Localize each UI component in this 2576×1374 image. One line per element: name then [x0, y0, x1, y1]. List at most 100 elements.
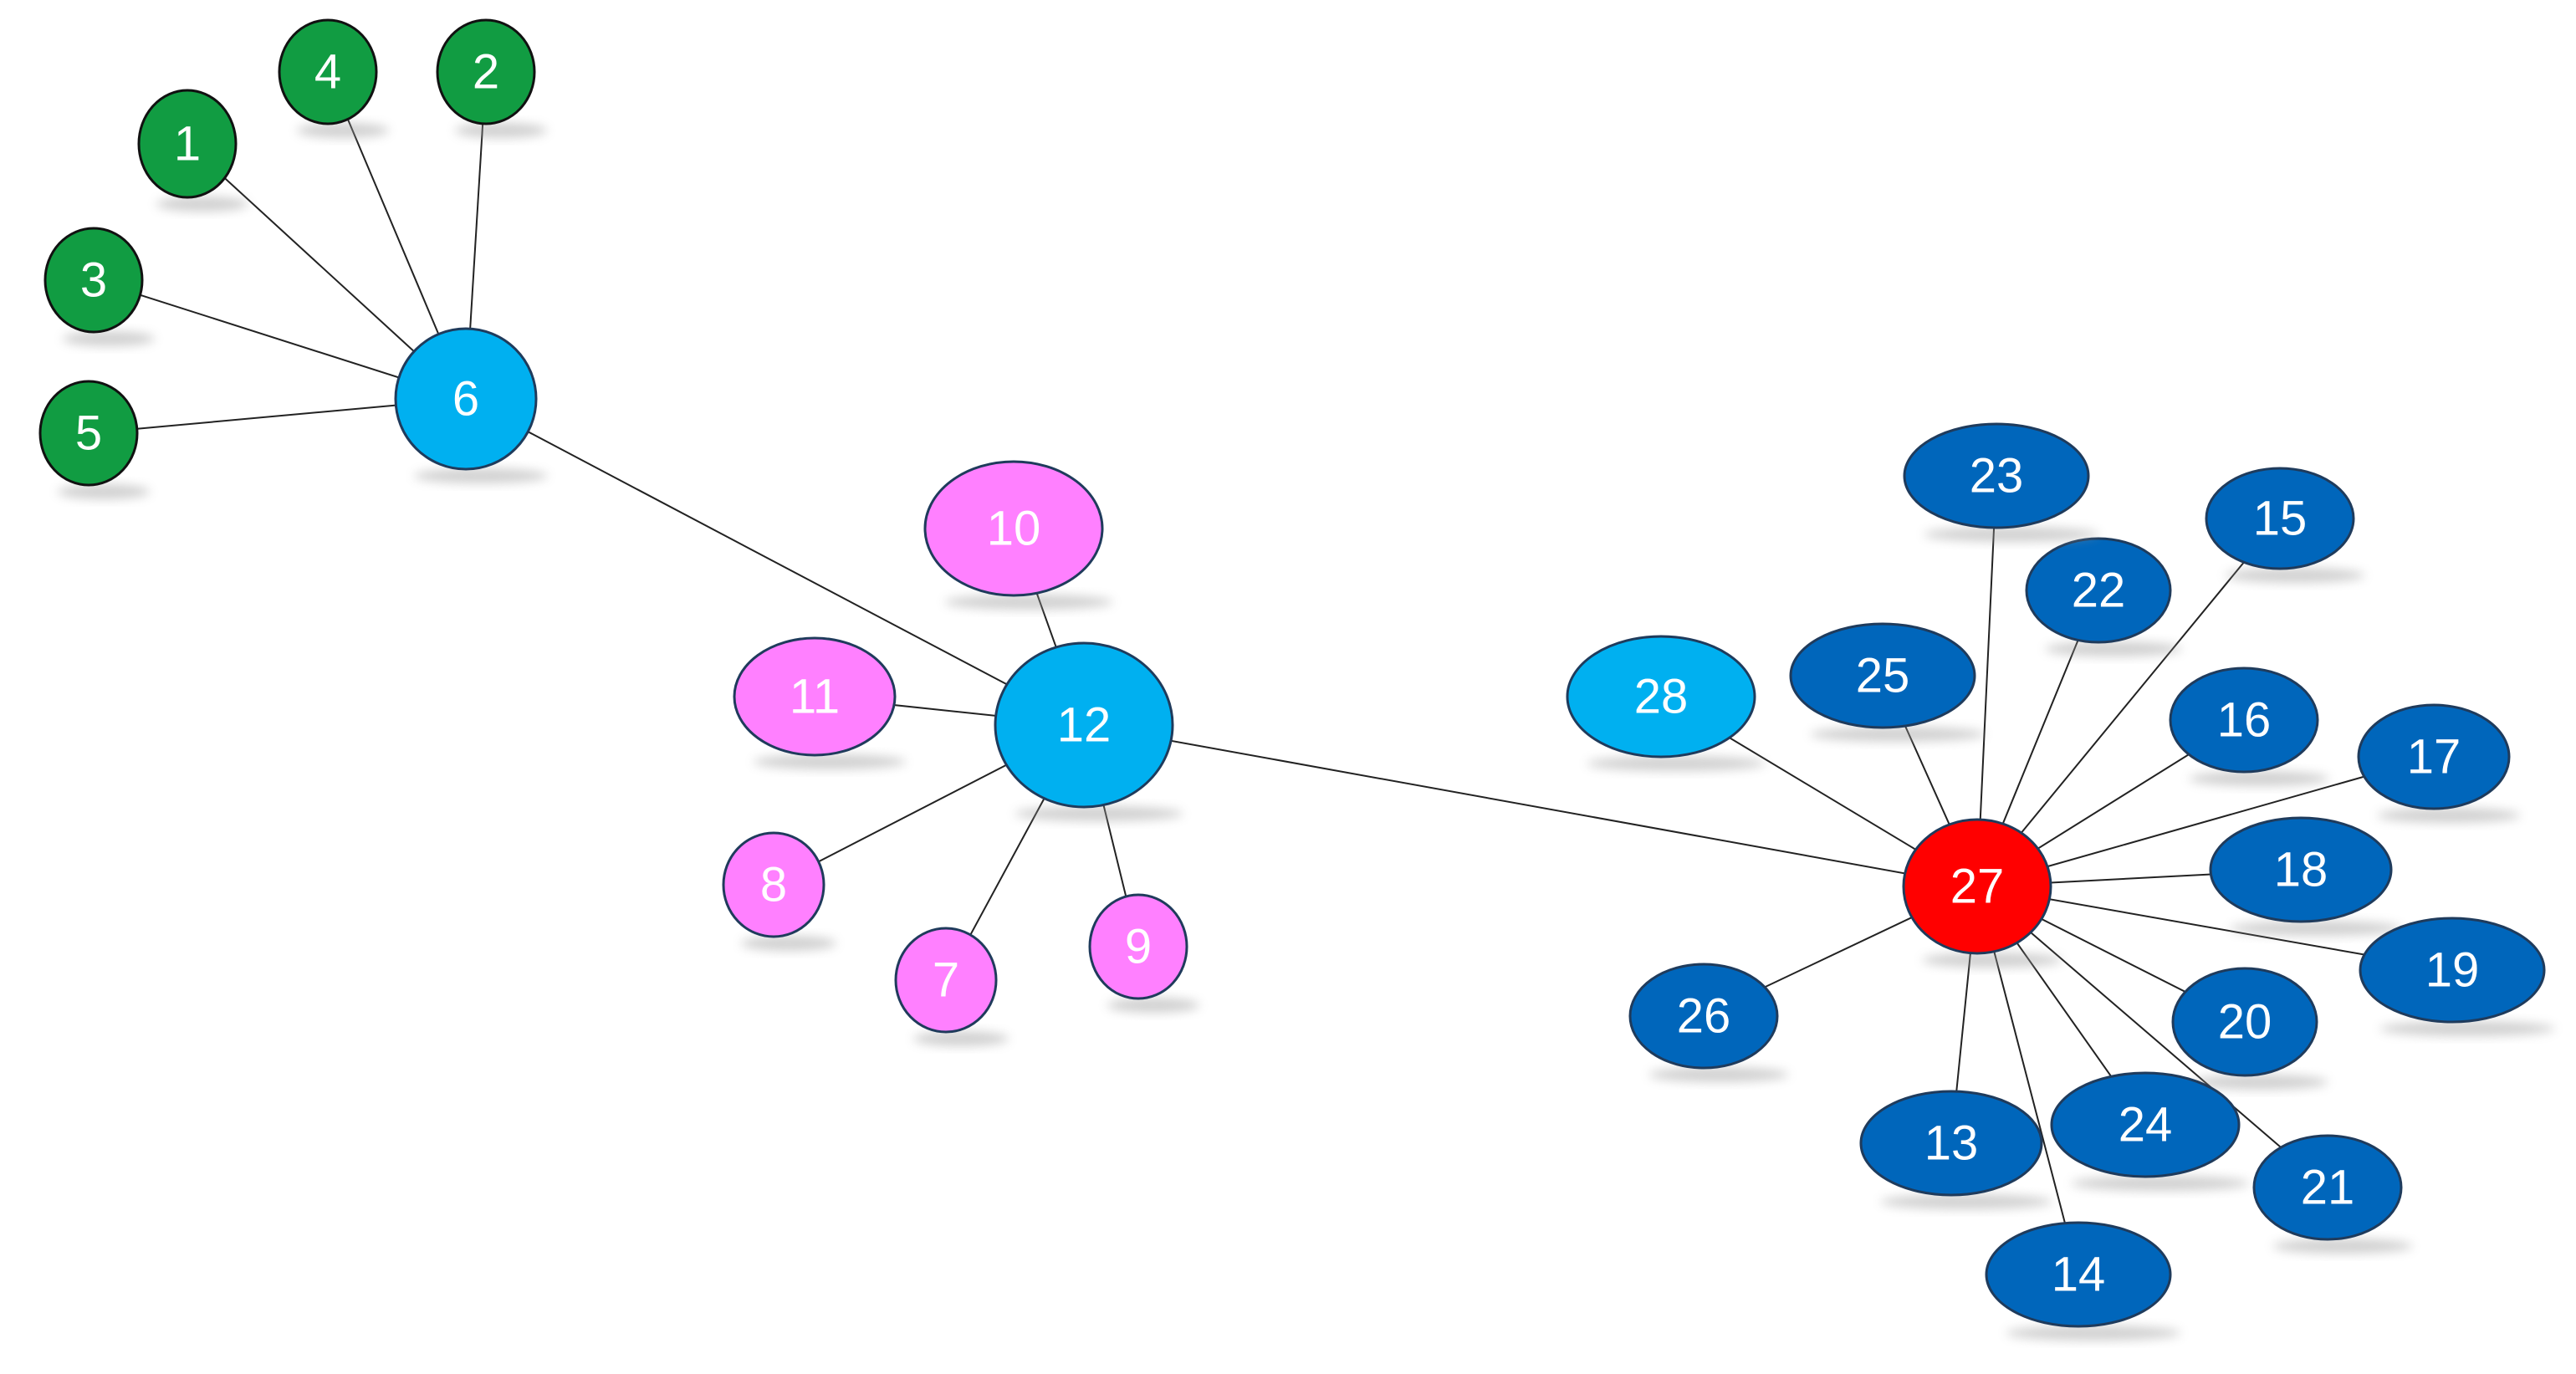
node-20[interactable]: 20	[2171, 967, 2328, 1090]
node-shape	[436, 18, 536, 125]
node-5[interactable]: 5	[38, 380, 151, 499]
node-shape	[994, 641, 1174, 809]
node-12[interactable]: 12	[994, 641, 1183, 821]
node-label: 23	[1970, 449, 2024, 503]
node-shadow	[913, 1031, 1009, 1046]
node-label: 4	[314, 45, 341, 100]
node-shape	[2205, 467, 2355, 570]
node-7[interactable]: 7	[894, 927, 1009, 1046]
node-shadow	[2191, 1075, 2328, 1090]
node-label: 19	[2425, 943, 2480, 998]
node-label: 1	[174, 117, 201, 171]
node-label: 27	[1950, 860, 2005, 914]
node-2[interactable]: 2	[436, 18, 548, 138]
node-shape	[1088, 893, 1188, 1000]
node-17[interactable]: 17	[2357, 703, 2521, 823]
node-9[interactable]: 9	[1088, 893, 1200, 1013]
node-26[interactable]: 26	[1628, 963, 1789, 1082]
node-label: 22	[2072, 564, 2126, 618]
node-shadow	[2006, 1325, 2181, 1341]
node-shape	[1566, 635, 1756, 759]
node-label: 10	[987, 502, 1041, 556]
node-1[interactable]: 1	[137, 89, 249, 212]
node-label: 15	[2253, 492, 2308, 546]
node-21[interactable]: 21	[2252, 1134, 2413, 1254]
node-shape	[1903, 422, 2090, 529]
node-label: 16	[2217, 693, 2272, 748]
node-18[interactable]: 18	[2209, 816, 2402, 936]
node-10[interactable]: 10	[923, 460, 1113, 610]
node-6[interactable]: 6	[394, 327, 548, 483]
node-label: 25	[1856, 649, 1910, 703]
edge-12-27	[1083, 724, 1978, 887]
node-25[interactable]: 25	[1789, 622, 1986, 742]
node-shape	[137, 89, 238, 199]
node-3[interactable]: 3	[43, 227, 156, 346]
node-shadow	[57, 484, 151, 499]
node-label: 13	[1924, 1116, 1979, 1171]
node-8[interactable]: 8	[722, 831, 836, 951]
node-shape	[722, 831, 825, 938]
node-shadow	[944, 595, 1113, 610]
node-label: 12	[1057, 698, 1112, 753]
node-shape	[894, 927, 998, 1034]
node-22[interactable]: 22	[2025, 537, 2182, 656]
node-shape	[2357, 703, 2511, 810]
node-28[interactable]: 28	[1566, 635, 1766, 771]
node-24[interactable]: 24	[2050, 1071, 2250, 1191]
node-shadow	[1648, 1067, 1789, 1082]
node-shadow	[454, 123, 548, 138]
node-shadow	[2225, 568, 2365, 583]
node-shape	[278, 18, 378, 125]
node-label: 18	[2274, 843, 2328, 897]
node-shadow	[2230, 921, 2402, 936]
node-shadow	[1015, 806, 1183, 821]
node-label: 7	[933, 953, 959, 1008]
node-label: 14	[2052, 1248, 2106, 1302]
node-label: 11	[790, 670, 840, 724]
node-shape	[1859, 1090, 2043, 1197]
node-shape	[2252, 1134, 2403, 1241]
node-label: 24	[2119, 1098, 2173, 1152]
node-shape	[1789, 622, 1976, 729]
edge-21-27	[1976, 886, 2328, 1188]
node-shadow	[2377, 808, 2521, 823]
node-shape	[2169, 667, 2319, 774]
edge-17-27	[1976, 756, 2435, 887]
node-shadow	[414, 468, 548, 483]
node-shadow	[1924, 527, 2099, 542]
node-label: 3	[80, 253, 107, 308]
node-shape	[1628, 963, 1779, 1070]
node-shape	[733, 636, 897, 757]
node-shadow	[2045, 641, 2182, 656]
node-shadow	[2189, 771, 2329, 786]
node-11[interactable]: 11	[733, 636, 907, 769]
node-27[interactable]: 27	[1902, 818, 2062, 968]
edge-23-27	[1976, 475, 1997, 887]
node-shadow	[1587, 756, 1766, 771]
node-shadow	[753, 754, 907, 769]
node-label: 20	[2218, 995, 2272, 1050]
node-16[interactable]: 16	[2169, 667, 2329, 786]
node-shadow	[2379, 1021, 2555, 1036]
node-label: 26	[1677, 989, 1731, 1044]
node-shape	[1902, 818, 2052, 955]
node-shape	[43, 227, 144, 334]
node-shadow	[2071, 1176, 2250, 1191]
node-23[interactable]: 23	[1903, 422, 2099, 542]
node-shape	[38, 380, 139, 487]
node-4[interactable]: 4	[278, 18, 390, 138]
node-shape	[2050, 1071, 2241, 1178]
node-14[interactable]: 14	[1985, 1221, 2181, 1341]
node-shadow	[1880, 1194, 2052, 1209]
node-13[interactable]: 13	[1859, 1090, 2052, 1209]
node-shape	[2359, 917, 2546, 1024]
node-shape	[923, 460, 1104, 597]
edge-15-27	[1976, 518, 2281, 887]
node-shadow	[741, 936, 836, 951]
node-15[interactable]: 15	[2205, 467, 2365, 583]
node-19[interactable]: 19	[2359, 917, 2555, 1036]
node-shadow	[1810, 727, 1986, 742]
node-shape	[1985, 1221, 2172, 1328]
